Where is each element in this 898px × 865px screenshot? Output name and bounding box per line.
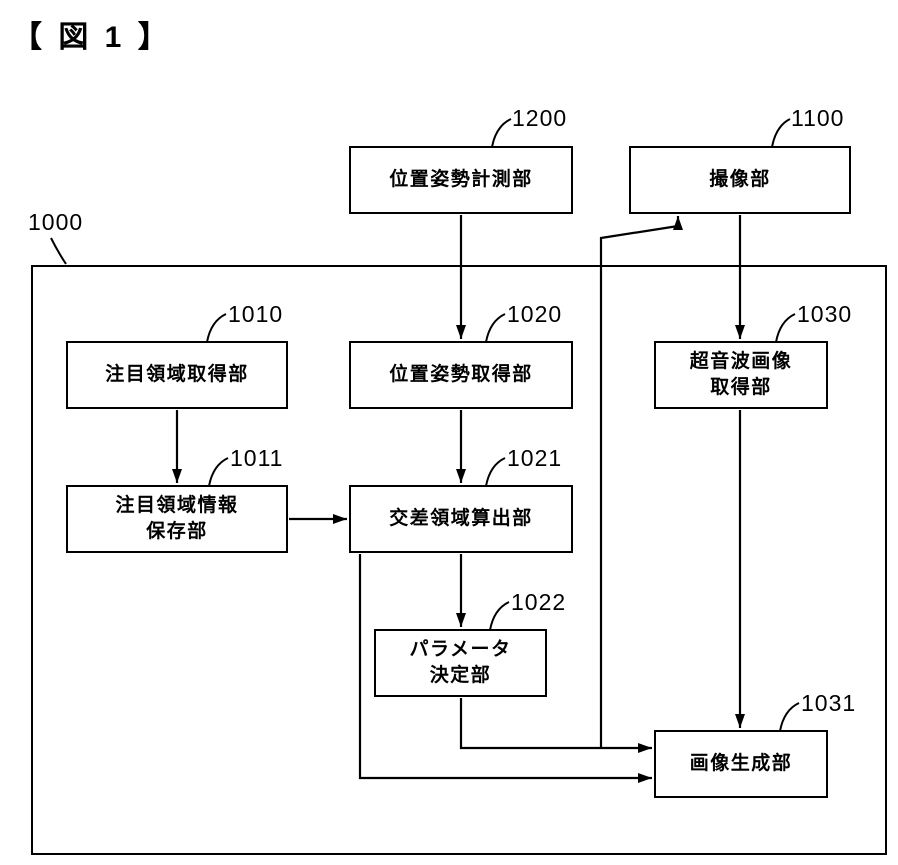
figure-title: 【 図 1 】 xyxy=(12,21,172,54)
ref-numeral-1021: 1021 xyxy=(507,445,563,471)
ref-numeral-1010: 1010 xyxy=(228,301,284,327)
ref-numeral-1020: 1020 xyxy=(507,301,563,327)
node-label: 位置姿勢計測部 xyxy=(389,169,533,191)
node-label: 画像生成部 xyxy=(689,753,793,775)
node-imaging-unit: 撮像部 xyxy=(629,146,851,214)
node-label: 注目領域取得部 xyxy=(105,364,249,386)
node-label: 注目領域情報 保存部 xyxy=(115,495,239,542)
node-region-of-interest-info-storage-unit: 注目領域情報 保存部 xyxy=(66,485,288,553)
node-label: 撮像部 xyxy=(709,169,771,191)
node-image-generation-unit: 画像生成部 xyxy=(654,730,828,798)
node-ultrasound-image-acquisition-unit: 超音波画像 取得部 xyxy=(654,341,828,409)
node-intersection-region-calculation-unit: 交差領域算出部 xyxy=(349,485,573,553)
leader-1100 xyxy=(771,118,791,148)
ref-numeral-1030: 1030 xyxy=(797,301,853,327)
ref-numeral-1031: 1031 xyxy=(801,690,857,716)
node-position-orientation-acquisition-unit: 位置姿勢取得部 xyxy=(349,341,573,409)
node-label: 交差領域算出部 xyxy=(389,508,533,530)
leader-1000 xyxy=(50,237,67,265)
node-region-of-interest-acquisition-unit: 注目領域取得部 xyxy=(66,341,288,409)
node-label: パラメータ 決定部 xyxy=(409,639,512,686)
node-parameter-determination-unit: パラメータ 決定部 xyxy=(374,629,547,697)
ref-numeral-1200: 1200 xyxy=(512,105,568,131)
ref-numeral-1000: 1000 xyxy=(28,209,84,235)
outer-box-information-processing-unit: 情報処理部 xyxy=(31,265,887,855)
leader-1200 xyxy=(491,118,512,148)
ref-numeral-1100: 1100 xyxy=(791,105,845,131)
ref-numeral-1022: 1022 xyxy=(511,589,567,615)
node-position-orientation-measurement-unit: 位置姿勢計測部 xyxy=(349,146,573,214)
node-label: 位置姿勢取得部 xyxy=(389,364,533,386)
ref-numeral-1011: 1011 xyxy=(230,445,284,471)
node-label: 超音波画像 取得部 xyxy=(689,351,793,398)
